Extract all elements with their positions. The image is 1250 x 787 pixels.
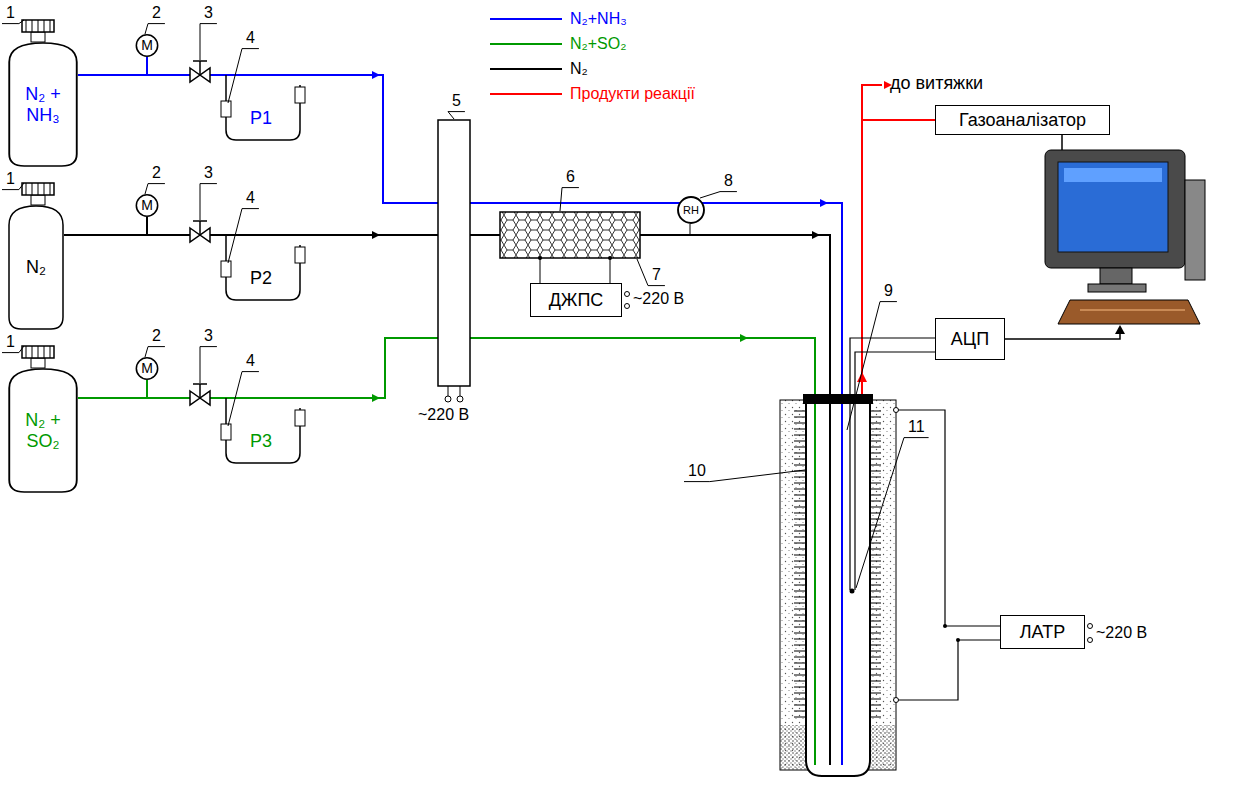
legend-text: N₂ [570,60,588,78]
leader-line [700,192,737,198]
callout-number: 3 [204,164,213,182]
callout-number: 2 [152,164,161,182]
cylinder-label: N₂ + SO₂ [8,410,78,451]
autotransformer-box: ЛАТР [1000,615,1085,649]
gas-cylinder: N₂ + SO₂ [8,368,78,493]
legend-row: Продукти реакції [490,85,695,103]
manometer-label: P1 [250,109,272,129]
legend-line [490,39,562,49]
gas-pipe [78,57,147,75]
callout-number: 10 [688,462,706,480]
box-label: АЦП [951,329,989,350]
callout-number: 4 [246,29,255,47]
callout-number: 4 [246,352,255,370]
gas-analyzer-box: Газоаналізатор [935,105,1110,135]
cylinder-label: N₂ + NH₃ [8,84,78,125]
leader-line [228,49,259,103]
gas-pipe [64,217,147,235]
leader-line [228,209,259,263]
leader-line [145,184,165,194]
legend-line [490,89,562,99]
leader-line [637,259,665,286]
gas-pipe [78,380,147,398]
legend-line [490,14,562,24]
callout-number: 11 [908,418,925,436]
box-label: ДЖПС [549,290,604,311]
leader-line [200,24,217,60]
callout-number: 2 [152,327,161,345]
box-label: Газоаналізатор [959,110,1086,131]
leader-line [200,184,217,220]
callout-number: 8 [724,172,733,190]
mains-label: ~220 В [633,290,684,308]
gauge-label: RH [683,204,699,217]
leader-line [856,438,929,588]
manometer-label: P3 [250,432,272,452]
gauge-label: M [141,37,153,53]
callout-number: 7 [652,266,661,284]
box-label: ЛАТР [1020,622,1065,643]
mains-label: ~220 В [1096,624,1147,642]
leader-line [448,112,465,119]
pressure-gauge: M [134,34,160,57]
leader-line [145,24,165,34]
legend-text: N₂+SO₂ [570,35,626,53]
callout-number: 4 [246,189,255,207]
cylinder-label: N₂ [23,257,49,278]
leader-line [200,347,217,383]
manometer-label: P2 [250,269,272,289]
callout-number: 9 [884,282,893,300]
callout-number: 6 [566,168,575,186]
callout-number: 5 [452,92,461,110]
callout-number: 1 [6,4,15,22]
callout-number: 1 [6,333,15,351]
legend-text: N₂+NH₃ [570,10,627,28]
callout-number: 3 [204,327,213,345]
leader-line [228,372,259,426]
gauge-label: M [141,360,153,376]
leader-line [145,347,165,357]
adc-box: АЦП [935,318,1005,360]
leader-line [560,188,579,211]
legend-row: N₂+NH₃ [490,10,627,28]
legend-text: Продукти реакції [570,85,695,103]
pressure-gauge: M [134,357,160,380]
legend-row: N₂ [490,60,588,78]
callout-number: 1 [6,170,15,188]
humidity-sensor: RH [676,196,706,224]
exhaust-label: до витяжки [890,74,983,94]
callout-number: 3 [204,4,213,22]
gas-cylinder: N₂ + NH₃ [8,42,78,167]
gas-cylinder: N₂ [8,205,64,330]
gauge-label: M [141,197,153,213]
callout-number: 2 [152,4,161,22]
mains-label: ~220 В [418,406,469,424]
leader-line [847,302,897,430]
power-supply-box: ДЖПС [530,283,622,317]
pressure-gauge: M [134,194,160,217]
legend-line [490,64,562,74]
legend-row: N₂+SO₂ [490,35,626,53]
